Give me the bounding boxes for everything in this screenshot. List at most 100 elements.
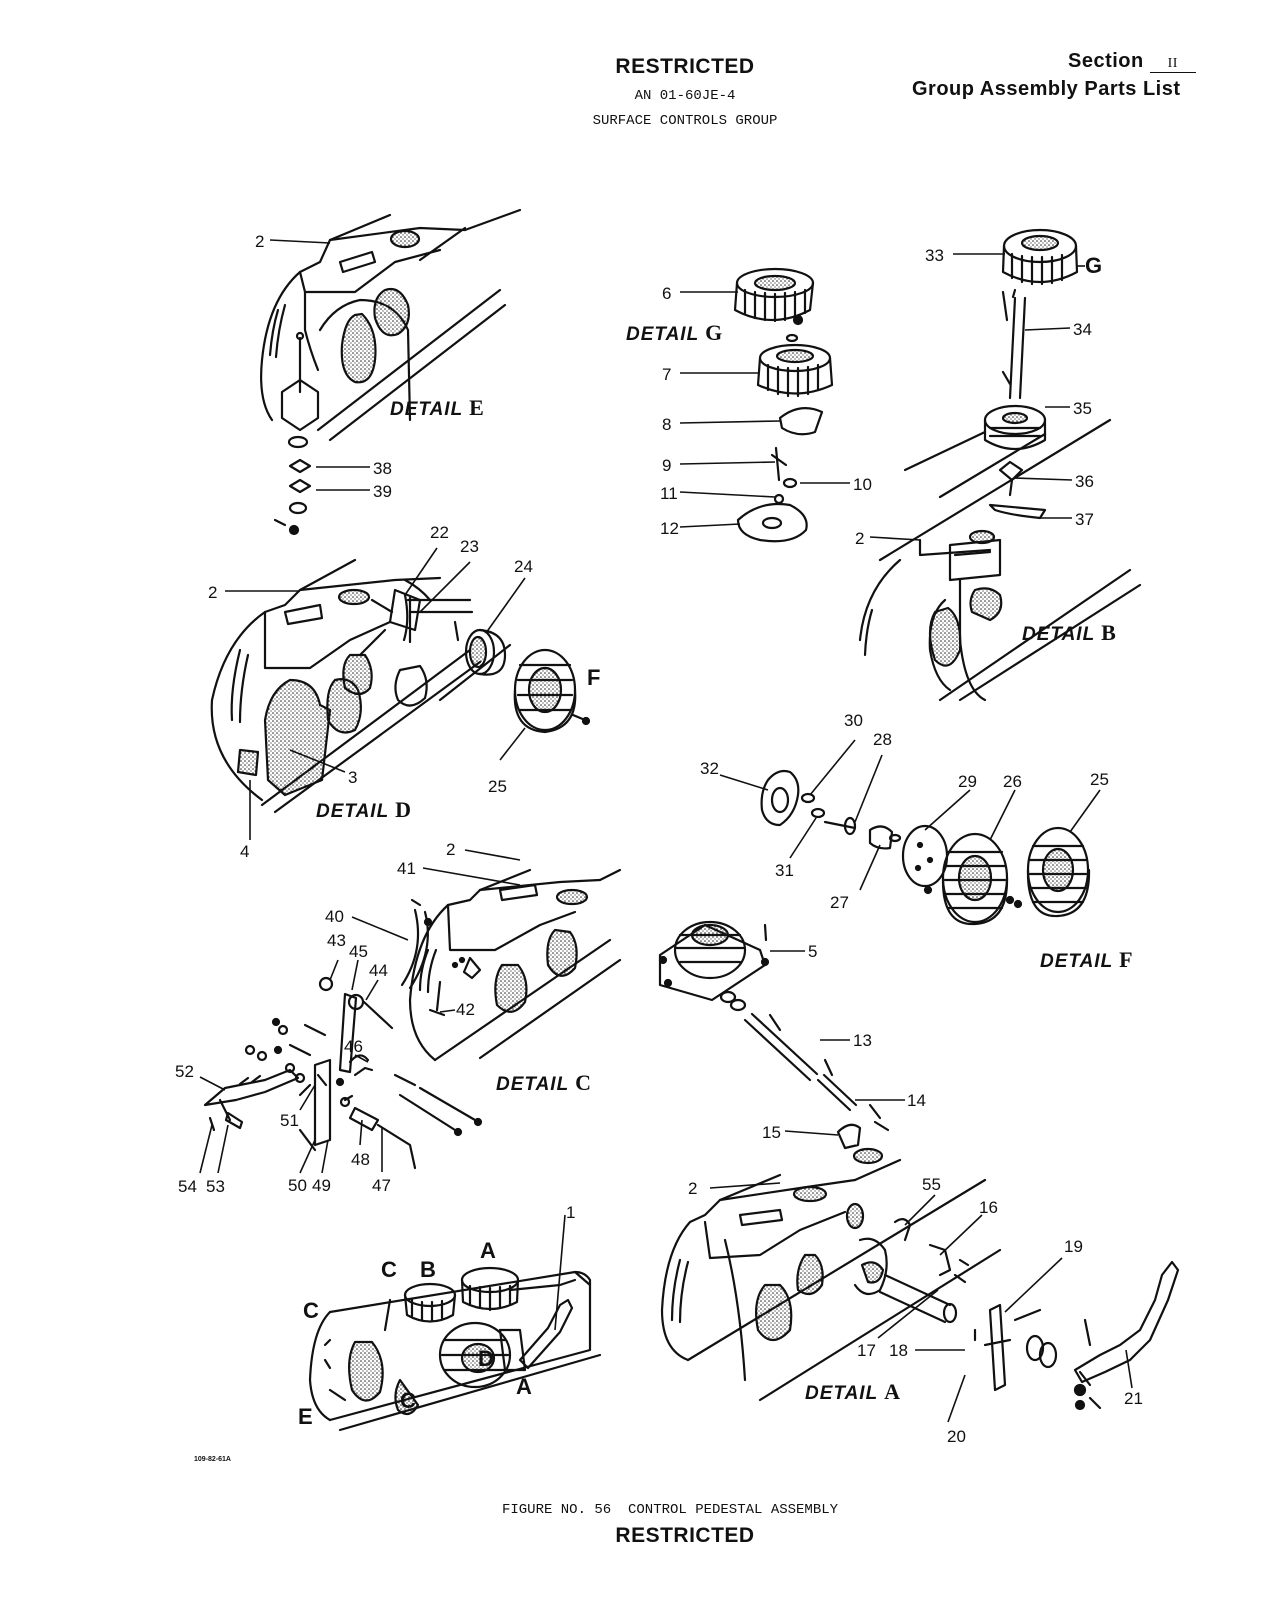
callout-8: 8	[662, 415, 671, 434]
callout-32: 32	[700, 759, 719, 778]
callout-4: 4	[240, 842, 249, 861]
callout-7: 7	[662, 365, 671, 384]
callout-43: 43	[327, 931, 346, 950]
callout-35: 35	[1073, 399, 1092, 418]
callout-39: 39	[373, 482, 392, 501]
letter-c-ref-bottom: C	[400, 1388, 416, 1413]
callout-18: 18	[889, 1341, 908, 1360]
main-pedestal-assembly	[308, 1266, 602, 1432]
callout-24: 24	[514, 557, 533, 576]
callout-11: 11	[660, 484, 678, 503]
callout-46: 46	[344, 1037, 363, 1056]
callout-6: 6	[662, 284, 671, 303]
callout-50: 50	[288, 1176, 307, 1195]
callout-10: 10	[853, 475, 872, 494]
detail-b-assembly	[858, 228, 1142, 702]
callout-33: 33	[925, 246, 944, 265]
callout-55: 55	[922, 1175, 941, 1194]
callout-21: 21	[1124, 1389, 1143, 1408]
letter-e-ref: E	[298, 1404, 313, 1429]
callout-41: 41	[397, 859, 416, 878]
callout-30: 30	[844, 711, 863, 730]
restricted-marking-bottom: RESTRICTED	[615, 1524, 755, 1547]
callout-12: 12	[660, 519, 679, 538]
callout-48: 48	[351, 1150, 370, 1169]
callout-2-detail-c: 2	[446, 840, 455, 859]
callout-23: 23	[460, 537, 479, 556]
detail-e-title: DETAIL E	[390, 395, 485, 420]
section-prefix: Section	[1068, 50, 1144, 72]
detail-c-assembly	[203, 868, 622, 1170]
detail-f-parts	[760, 769, 1091, 926]
detail-d-title: DETAIL D	[316, 797, 412, 822]
section-number: II	[1149, 56, 1196, 73]
figure-caption: FIGURE NO. 56 CONTROL PEDESTAL ASSEMBLY	[501, 1502, 839, 1518]
callout-53: 53	[206, 1177, 225, 1196]
callout-9: 9	[662, 456, 671, 475]
callout-25-detail-f: 25	[1090, 770, 1109, 789]
detail-b-title: DETAIL B	[1022, 620, 1117, 645]
detail-c-title: DETAIL C	[496, 1070, 592, 1095]
reference-letters: G F C B A C D A C E	[298, 253, 1102, 1429]
callout-2: 2	[255, 232, 264, 251]
callout-31: 31	[775, 861, 794, 880]
detail-e-bracket	[273, 331, 320, 536]
callout-42: 42	[456, 1000, 475, 1019]
callout-36: 36	[1075, 472, 1094, 491]
section-title: Group Assembly Parts List	[912, 78, 1181, 100]
callout-2-detail-d: 2	[208, 583, 217, 602]
callout-numbers: 2 38 39 6 7 8 9 11 12 10 33 34 35 36 37 …	[175, 232, 1143, 1446]
letter-b-ref: B	[420, 1257, 436, 1282]
letter-c-ref-top: C	[381, 1257, 397, 1282]
callout-51: 51	[280, 1111, 299, 1130]
callout-15: 15	[762, 1123, 781, 1142]
callout-28: 28	[873, 730, 892, 749]
detail-d-assembly	[210, 558, 591, 814]
callout-37: 37	[1075, 510, 1094, 529]
callout-25-detail-d: 25	[488, 777, 507, 796]
detail-e-housing	[260, 208, 522, 442]
callout-47: 47	[372, 1176, 391, 1195]
letter-a-ref-bottom: A	[516, 1374, 532, 1399]
callout-40: 40	[325, 907, 344, 926]
group-title: SURFACE CONTROLS GROUP	[592, 113, 778, 129]
callout-3: 3	[348, 768, 357, 787]
callout-1: 1	[566, 1203, 575, 1222]
detail-a-upper-parts	[658, 920, 890, 1150]
letter-f-ref: F	[587, 665, 600, 690]
callout-22: 22	[430, 523, 449, 542]
section-label: Section II	[1068, 50, 1196, 73]
callout-2-detail-a: 2	[688, 1179, 697, 1198]
callout-44: 44	[369, 961, 388, 980]
callout-34: 34	[1073, 320, 1092, 339]
callout-45: 45	[349, 942, 368, 961]
callout-38: 38	[373, 459, 392, 478]
callout-13: 13	[853, 1031, 872, 1050]
callout-26: 26	[1003, 772, 1022, 791]
callout-52: 52	[175, 1062, 194, 1081]
callout-54: 54	[178, 1177, 197, 1196]
detail-a-assembly	[660, 1147, 1180, 1411]
callout-19: 19	[1064, 1237, 1083, 1256]
callout-29: 29	[958, 772, 977, 791]
letter-g-ref: G	[1085, 253, 1102, 278]
leader-lines	[199, 239, 1133, 1423]
drawing-code: 109-82-61A	[194, 1456, 231, 1463]
callout-27: 27	[830, 893, 849, 912]
restricted-marking-top: RESTRICTED	[615, 55, 755, 78]
callout-16: 16	[979, 1198, 998, 1217]
detail-g-title: DETAIL G	[626, 320, 723, 345]
letter-c-ref-left: C	[303, 1298, 319, 1323]
callout-17: 17	[857, 1341, 876, 1360]
callout-49: 49	[312, 1176, 331, 1195]
detail-f-title: DETAIL F	[1040, 947, 1134, 972]
document-number: AN 01-60JE-4	[634, 88, 736, 104]
letter-d-ref: D	[478, 1346, 494, 1371]
callout-20: 20	[947, 1427, 966, 1446]
callout-2-detail-b: 2	[855, 529, 864, 548]
callout-5: 5	[808, 942, 817, 961]
callout-14: 14	[907, 1091, 926, 1110]
detail-titles: DETAIL E DETAIL G DETAIL B DETAIL D DETA…	[316, 320, 1134, 1404]
letter-a-ref-top: A	[480, 1238, 496, 1263]
